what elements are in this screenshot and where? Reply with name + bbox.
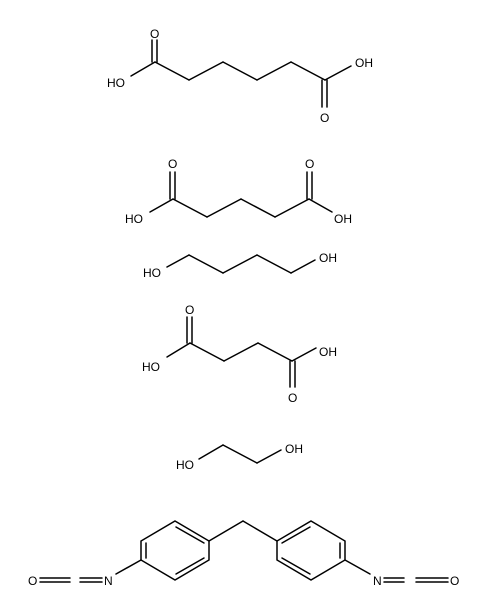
bond <box>222 444 258 464</box>
atom-label: O <box>288 391 297 405</box>
bond <box>256 254 292 274</box>
bond <box>222 254 258 274</box>
molecule-succinic-acid: O HO OH O <box>142 303 337 405</box>
bond <box>166 254 190 268</box>
bond <box>257 342 293 362</box>
bond <box>308 198 333 213</box>
atom-label: O <box>28 574 37 588</box>
atom-label: O <box>185 303 194 317</box>
atom-label: HO <box>125 212 143 226</box>
bond <box>154 61 190 81</box>
atom-label: HO <box>107 76 125 90</box>
bond <box>290 259 316 274</box>
atom-label: O <box>450 574 459 588</box>
molecule-glutaric-acid: O HO O OH <box>125 157 352 226</box>
atom-label: N <box>373 574 382 588</box>
bond <box>206 198 242 218</box>
bond <box>256 61 292 81</box>
bond <box>115 559 142 575</box>
bond <box>222 61 258 81</box>
atom-label: O <box>150 27 159 41</box>
bond <box>166 342 191 358</box>
bond <box>281 526 311 544</box>
atom-label: HO <box>143 266 161 280</box>
atom-label: OH <box>355 56 373 70</box>
atom-label: O <box>168 157 177 171</box>
bond <box>276 520 346 581</box>
atom-label: OH <box>319 251 337 265</box>
molecule-adipic-acid: O HO OH O <box>107 27 373 125</box>
bond <box>291 347 317 362</box>
bond <box>242 520 278 542</box>
molecule-methylene-diphenyl-diisocyanate: O N N O <box>28 520 459 588</box>
bond <box>175 557 205 575</box>
molecule-ethylene-glycol: HO OH <box>176 442 303 472</box>
bond <box>189 342 225 362</box>
bond <box>281 557 311 575</box>
molecule-butanediol: HO OH <box>143 251 337 280</box>
bond <box>256 449 282 464</box>
bond <box>149 198 174 213</box>
bond <box>274 198 310 218</box>
bond <box>140 520 210 581</box>
bond <box>198 444 224 460</box>
bond <box>175 526 205 544</box>
bond <box>188 61 224 81</box>
bond <box>324 65 352 81</box>
atom-label: HO <box>176 458 194 472</box>
bond <box>188 254 224 274</box>
bond <box>240 198 276 218</box>
bond <box>223 342 259 362</box>
atom-label: O <box>320 111 329 125</box>
atom-label: OH <box>285 442 303 456</box>
bond <box>130 61 156 77</box>
bond <box>208 520 244 542</box>
bond <box>290 61 326 81</box>
atom-label: HO <box>142 360 160 374</box>
bond <box>344 559 371 575</box>
atom-label: OH <box>334 212 352 226</box>
bond <box>172 198 208 218</box>
atom-label: O <box>305 157 314 171</box>
atom-label: OH <box>319 345 337 359</box>
atom-label: N <box>104 574 113 588</box>
